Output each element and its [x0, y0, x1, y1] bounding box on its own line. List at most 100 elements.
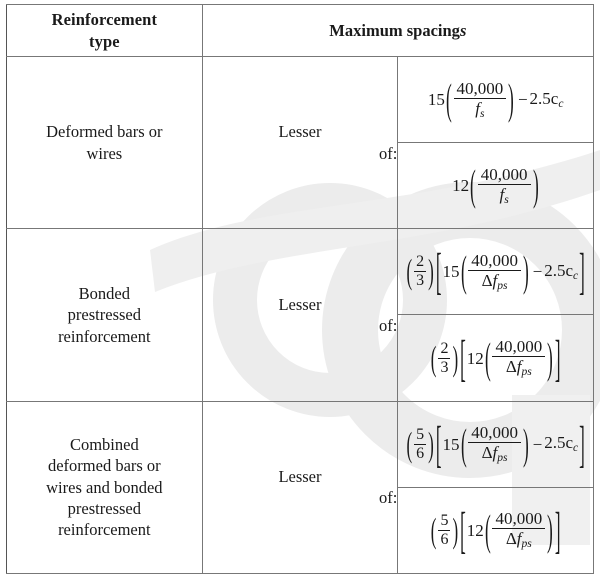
right-paren-icon: ) [508, 75, 514, 124]
header-maximum-spacing: Maximum spacings [201, 4, 595, 57]
delta-icon: Δ [505, 529, 517, 549]
left-paren-icon: ( [460, 419, 467, 469]
table-row: Deformed bars or wires Lesser of: 15 ( 4… [6, 55, 594, 230]
formula-cell-combined-12: ( 5 6 ) [ 12 ( 40,000 Δfps ) ] [397, 486, 594, 575]
type-line: prestressed [67, 499, 141, 519]
fraction: 40,000 Δfps [468, 424, 521, 464]
formula-bonded-15: ( 2 3 ) [ 15 ( 40,000 Δfps ) − 2.5cc [406, 246, 586, 297]
fraction-denominator: Δfps [505, 357, 532, 379]
multiplier-numerator: 5 [414, 425, 427, 445]
type-line: Deformed bars or [46, 122, 163, 142]
coefficient: 12 [452, 176, 470, 196]
multiplier-fraction: 5 6 [414, 425, 427, 462]
tail-term: 2.5cc [529, 88, 564, 110]
type-line: reinforcement [58, 326, 151, 346]
left-bracket-icon: [ [460, 501, 466, 559]
fraction-denominator: fs [499, 184, 509, 207]
table-header: Reinforcement type Maximum spacings [6, 4, 595, 57]
left-paren-icon: ( [445, 75, 452, 124]
multiplier-denominator: 3 [440, 358, 449, 376]
lesser-line2: of: [378, 315, 398, 335]
type-line: reinforcement [58, 520, 151, 540]
coefficient: 12 [466, 348, 484, 368]
fraction-numerator: 40,000 [468, 424, 521, 444]
coefficient: 15 [442, 262, 460, 282]
fraction-denominator: fs [475, 98, 485, 120]
table-row: Combined deformed bars or wires and bond… [6, 400, 594, 575]
fraction: 40,000 fs [477, 166, 531, 207]
table-row: Bonded prestressed reinforcement Lesser … [6, 228, 594, 402]
left-paren-icon: ( [406, 252, 413, 292]
right-bracket-icon: ] [554, 501, 561, 559]
left-bracket-icon: [ [435, 415, 442, 473]
header-reinforcement-type: Reinforcement type [6, 4, 203, 57]
left-paren-icon: ( [406, 424, 413, 464]
multiplier-numerator: 5 [438, 511, 451, 531]
right-bracket-icon: ] [554, 329, 561, 387]
minus-icon: − [517, 90, 528, 110]
left-paren-icon: ( [470, 161, 476, 210]
left-paren-icon: ( [430, 338, 437, 378]
fraction: 40,000 Δfps [468, 252, 521, 292]
fraction-denominator: Δfps [481, 443, 508, 465]
right-bracket-icon: ] [579, 415, 585, 473]
maximum-spacing-table: Reinforcement type Maximum spacings Defo… [6, 4, 595, 575]
formula-deformed-12: 12 ( 40,000 fs ) [452, 161, 539, 210]
delta-icon: Δ [481, 443, 493, 463]
right-paren-icon: ) [428, 252, 434, 292]
left-paren-icon: ( [484, 506, 491, 555]
lesser-line2: of: [378, 488, 398, 508]
lesser-line1: Lesser [278, 466, 322, 486]
fraction-numerator: 40,000 [492, 338, 546, 358]
formula-cell-bonded-15: ( 2 3 ) [ 15 ( 40,000 Δfps ) − 2.5cc [397, 228, 594, 316]
formula-cell-deformed-12: 12 ( 40,000 fs ) [397, 142, 594, 230]
formula-cell-bonded-12: ( 2 3 ) [ 12 ( 40,000 Δfps ) ] [397, 314, 594, 402]
right-paren-icon: ) [428, 424, 434, 464]
right-paren-icon: ) [547, 506, 553, 555]
qualifier-lesser-of-row3: Lesser of: [201, 400, 399, 575]
header-type-line1: Reinforcement [51, 10, 158, 30]
fraction-numerator: 40,000 [492, 510, 546, 530]
fraction-numerator: 40,000 [477, 166, 531, 185]
type-line: prestressed [67, 305, 141, 325]
right-paren-icon: ) [522, 419, 529, 469]
right-paren-icon: ) [452, 510, 459, 550]
lesser-line2: of: [378, 143, 398, 163]
table-body: Deformed bars or wires Lesser of: 15 ( 4… [6, 55, 594, 575]
left-bracket-icon: [ [435, 243, 442, 301]
coefficient: 15 [442, 434, 460, 454]
qualifier-lesser-of-row1: Lesser of: [201, 55, 399, 230]
fraction-numerator: 40,000 [468, 252, 521, 271]
formula-combined-15: ( 5 6 ) [ 15 ( 40,000 Δfps ) − 2.5cc [406, 419, 586, 470]
fraction: 40,000 Δfps [492, 510, 546, 550]
fraction-numerator: 40,000 [453, 80, 507, 99]
formula-combined-12: ( 5 6 ) [ 12 ( 40,000 Δfps ) ] [430, 505, 562, 556]
right-bracket-icon: ] [579, 243, 585, 301]
delta-icon: Δ [481, 270, 493, 290]
fraction: 40,000 fs [453, 80, 507, 120]
row-label-deformed-bars-or-wires: Deformed bars or wires [6, 55, 203, 230]
formula-cell-deformed-15: 15 ( 40,000 fs ) − 2.5cc [397, 55, 594, 144]
right-paren-icon: ) [547, 333, 553, 383]
formula-bonded-12: ( 2 3 ) [ 12 ( 40,000 Δfps ) ] [430, 333, 562, 384]
multiplier-denominator: 6 [416, 444, 425, 462]
qualifier-lesser-of-row2: Lesser of: [201, 228, 399, 402]
type-line: Bonded [78, 283, 130, 303]
row-label-combined-deformed-and-bonded-prestressed: Combined deformed bars or wires and bond… [6, 400, 203, 575]
multiplier-denominator: 6 [440, 530, 449, 548]
multiplier-fraction: 2 3 [414, 253, 427, 290]
right-paren-icon: ) [452, 338, 459, 378]
left-paren-icon: ( [460, 247, 467, 297]
multiplier-numerator: 2 [414, 253, 427, 273]
type-line: deformed bars or [47, 456, 161, 476]
type-line: wires and bonded [46, 477, 163, 497]
left-paren-icon: ( [484, 333, 491, 383]
right-paren-icon: ) [522, 247, 529, 297]
type-line: wires [86, 143, 123, 163]
header-spacing-symbol: s [459, 20, 467, 40]
delta-icon: Δ [505, 357, 517, 377]
multiplier-denominator: 3 [416, 272, 425, 290]
lesser-line1: Lesser [278, 122, 322, 142]
minus-icon: − [532, 262, 543, 282]
row-label-bonded-prestressed-reinforcement: Bonded prestressed reinforcement [6, 228, 203, 402]
